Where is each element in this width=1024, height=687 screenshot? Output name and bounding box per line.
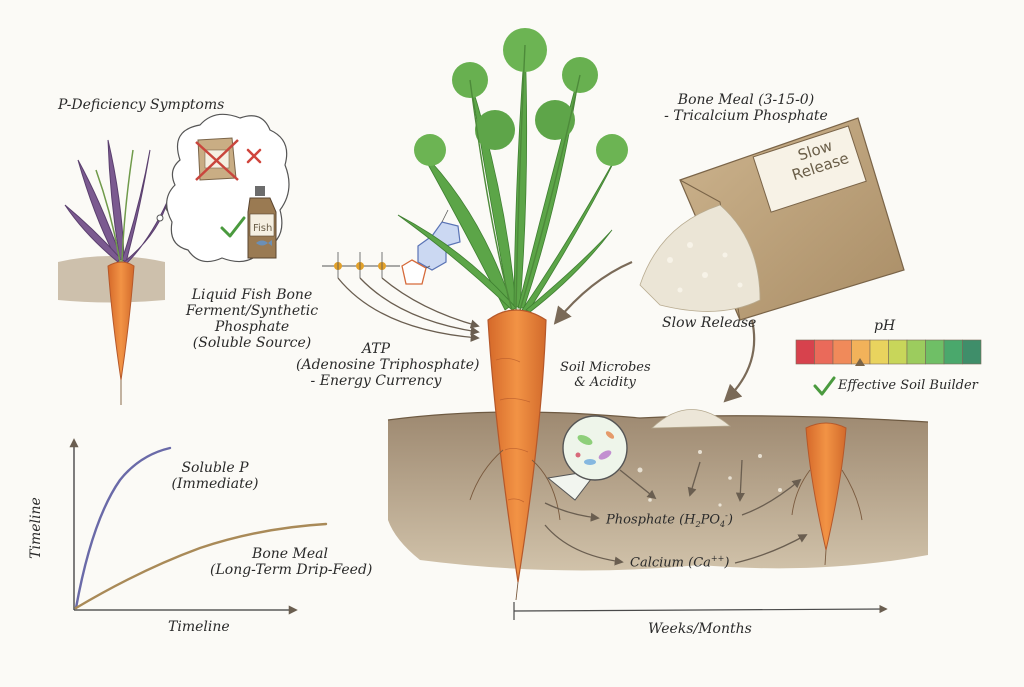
slow-release-label: Slow Release <box>662 315 757 331</box>
atp-line-1: ATP <box>361 341 391 357</box>
small-carrot-right <box>791 422 863 566</box>
p-deficiency-title: P-Deficiency Symptoms <box>58 97 225 113</box>
soil-microbes-line-1: Soil Microbes <box>560 360 651 375</box>
ph-cell <box>795 339 815 365</box>
liquid-fish-line-1: Liquid Fish Bone <box>191 287 313 303</box>
series-label-soluble-p: Soluble P (Immediate) <box>170 460 260 492</box>
series-label-soluble-p-line-2: (Immediate) <box>171 476 259 493</box>
soil-microbes-label: Soil Microbes & Acidity <box>560 360 651 391</box>
calcium-suffix: ) <box>724 555 730 571</box>
ph-cell <box>814 339 834 365</box>
series-label-soluble-p-line-1: Soluble P <box>181 460 249 476</box>
ph-cell <box>888 339 908 365</box>
ph-cell <box>832 339 852 365</box>
red-x-icon <box>246 148 262 164</box>
series-label-bone-meal: Bone Meal (Long-Term Drip-Feed) <box>210 546 373 579</box>
atp-line-3: - Energy Currency <box>310 373 442 390</box>
liquid-fish-line-3: Phosphate <box>214 319 290 336</box>
ph-label: pH <box>874 318 896 334</box>
effective-soil-builder-label: Effective Soil Builder <box>838 378 978 393</box>
series-line-bone-meal <box>74 522 328 610</box>
soil-microbes-line-2: & Acidity <box>574 374 636 390</box>
ph-cell <box>869 339 889 365</box>
weeks-months-label: Weeks/Months <box>648 621 752 637</box>
phosphate-mid: PO <box>700 512 721 528</box>
main-carrot-root <box>487 309 547 583</box>
liquid-fish-label: Liquid Fish Bone Ferment/Synthetic Phosp… <box>182 287 322 351</box>
ph-cell <box>906 339 926 365</box>
series-line-soluble-p <box>74 446 172 610</box>
green-check-icon <box>813 376 836 396</box>
calcium-text: Calcium (Ca <box>630 555 711 571</box>
soil-bed <box>387 409 929 571</box>
chart-y-axis-label: Timeline <box>27 497 44 559</box>
atp-line-2: (Adenosine Triphosphate) <box>296 357 480 374</box>
phosphate-sub: 2 <box>695 519 701 529</box>
calcium-label: Calcium (Ca++) <box>630 554 729 571</box>
microbe-magnifier <box>546 415 628 501</box>
ph-cell <box>962 339 982 365</box>
phosphate-text: Phosphate (H <box>606 512 696 528</box>
deficient-carrot-illustration <box>58 139 169 405</box>
triangle-pointer-icon <box>855 358 865 366</box>
ph-scale <box>795 339 982 365</box>
liquid-fish-line-2: Ferment/Synthetic <box>185 303 319 320</box>
bone-meal-bag-large <box>639 117 905 321</box>
atp-molecule <box>322 209 461 285</box>
green-check-icon <box>220 216 246 238</box>
series-label-bone-meal-line-1: Bone Meal <box>252 546 328 562</box>
phosphate-label: Phosphate (H2PO4-) <box>606 511 733 529</box>
timeline-chart <box>69 438 328 615</box>
chart-x-axis-label: Timeline <box>168 619 230 635</box>
ph-cell <box>943 339 963 365</box>
calcium-sup: ++ <box>710 554 725 563</box>
phosphate-sub2: 4 <box>720 519 726 529</box>
purple-leaves <box>64 139 169 265</box>
flow-arrows <box>337 260 808 566</box>
thought-bubble <box>156 113 290 263</box>
fish-bottle <box>247 186 277 259</box>
liquid-fish-line-4: (Soluble Source) <box>192 335 312 352</box>
phosphate-sup: - <box>725 511 728 520</box>
series-label-bone-meal-line-2: (Long-Term Drip-Feed) <box>210 562 373 579</box>
phosphate-suffix: ) <box>727 512 733 528</box>
weeks-months-axis <box>513 602 888 620</box>
ph-cell <box>925 339 945 365</box>
bone-meal-bag-small <box>195 137 239 181</box>
fish-bottle-label: Fish <box>253 223 273 234</box>
bone-meal-title-line-1: Bone Meal (3-15-0) <box>677 92 815 108</box>
bone-meal-title-line-2: - Tricalcium Phosphate <box>664 108 828 125</box>
bone-meal-title: Bone Meal (3-15-0) - Tricalcium Phosphat… <box>656 92 836 124</box>
atp-label: ATP (Adenosine Triphosphate) - Energy Cu… <box>296 341 480 390</box>
